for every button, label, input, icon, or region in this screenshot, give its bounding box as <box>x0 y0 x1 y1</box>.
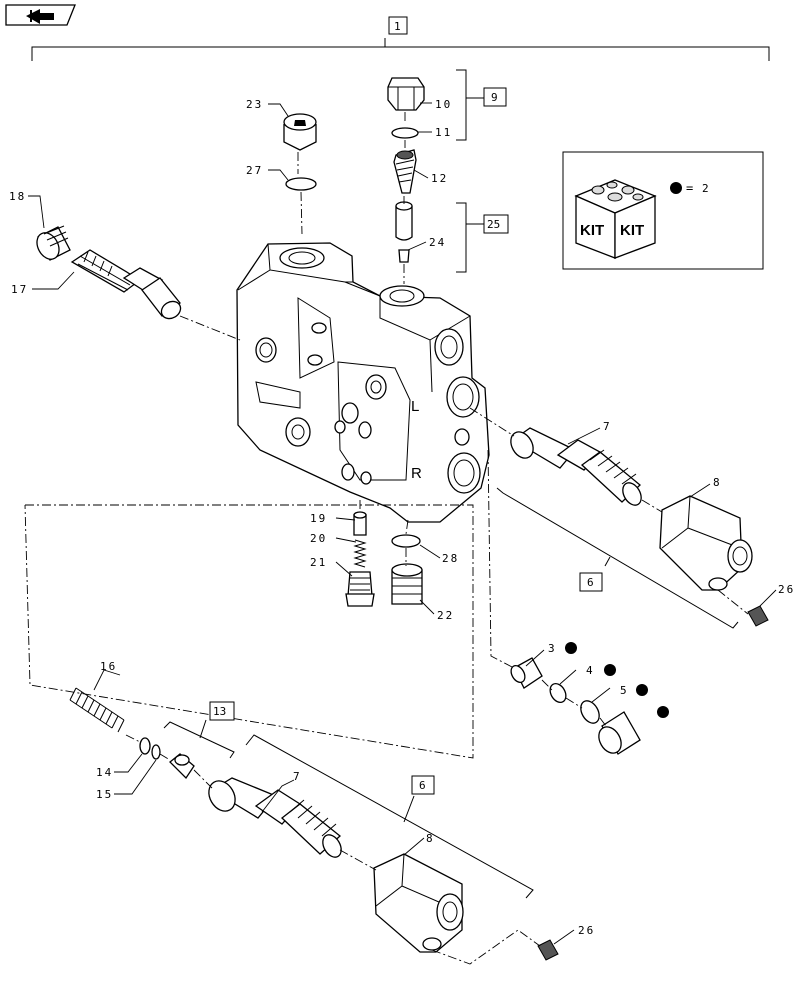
part-27-oring <box>285 177 317 191</box>
callout-1: 1 <box>394 20 401 33</box>
callout-25: 25 <box>487 218 500 231</box>
part-19-pin <box>353 511 367 536</box>
part-15-clip <box>151 744 161 760</box>
part-16-spring <box>69 687 125 733</box>
callout-22: 22 <box>437 609 454 622</box>
kit-dot-3-icon <box>565 642 577 654</box>
arrow-back-icon <box>26 9 54 24</box>
callout-23: 23 <box>246 98 263 111</box>
part-8-cap-bottom <box>373 853 464 953</box>
callout-16: 16 <box>100 660 117 673</box>
callout-11: 11 <box>435 126 452 139</box>
callout-10: 10 <box>435 98 452 111</box>
part-26-fitting-right <box>747 605 769 627</box>
kit-count: 2 <box>702 182 709 195</box>
callout-numbers: 23 27 10 11 12 24 18 17 7 8 26 19 20 21 … <box>9 98 795 937</box>
callout-8a: 8 <box>713 476 720 489</box>
kit-equals: = <box>686 181 693 195</box>
group-bracket-25: 25 <box>456 202 509 273</box>
kit-dot-4-icon <box>604 664 616 676</box>
callout-6b: 6 <box>419 779 426 792</box>
kit-dot-icon <box>670 182 682 194</box>
back-button[interactable] <box>5 4 76 26</box>
part-22-plug <box>391 563 423 605</box>
callout-26b: 26 <box>578 924 595 937</box>
part-3-seat <box>510 657 543 689</box>
valve-mark-right: R <box>411 465 422 482</box>
callout-3: 3 <box>548 642 555 655</box>
valve-mark-left: L <box>411 398 419 415</box>
callout-12: 12 <box>431 172 448 185</box>
group-bracket-9: 9 <box>456 69 507 141</box>
callout-18: 18 <box>9 190 26 203</box>
part-13-poppet <box>169 753 195 780</box>
callout-19: 19 <box>310 512 327 525</box>
leader-lines <box>28 102 777 945</box>
group-bracket-6-bottom: 6 <box>245 734 534 899</box>
kit-dot-2-icon <box>657 706 669 718</box>
kit-legend: KIT KIT = 2 <box>562 151 764 270</box>
part-2-plug <box>598 711 641 755</box>
group-bracket-6-right: 6 <box>496 487 739 629</box>
callout-28: 28 <box>442 552 459 565</box>
kit-dots <box>565 642 669 718</box>
group-bracket-13: 13 <box>163 701 235 759</box>
callout-24: 24 <box>429 236 446 249</box>
center-lines <box>24 112 749 965</box>
callout-7a: 7 <box>603 420 610 433</box>
part-12-check-valve <box>393 149 417 194</box>
kit-label-right: KIT <box>620 222 644 239</box>
part-17-spool-assembly <box>70 249 182 320</box>
part-23-plug <box>283 113 317 151</box>
part-7-spool-bottom <box>208 777 342 858</box>
callout-26a: 26 <box>778 583 795 596</box>
callout-7b: 7 <box>293 770 300 783</box>
kit-dot-5-icon <box>636 684 648 696</box>
part-21-plug <box>345 571 375 607</box>
callout-15: 15 <box>96 788 113 801</box>
callout-box-1 <box>388 16 408 35</box>
kit-label-left: KIT <box>580 222 604 239</box>
callout-21: 21 <box>310 556 327 569</box>
part-25-spool <box>395 201 413 241</box>
part-20-spring <box>353 539 367 568</box>
callout-6a: 6 <box>587 576 594 589</box>
callout-4: 4 <box>586 664 593 677</box>
part-11-oring <box>391 127 419 139</box>
callout-27: 27 <box>246 164 263 177</box>
part-26-fitting-bottom <box>537 939 559 961</box>
callout-17: 17 <box>11 283 28 296</box>
part-8-cap-right <box>659 495 753 591</box>
callout-9: 9 <box>491 91 498 104</box>
kit-box-icon: KIT KIT <box>574 179 657 259</box>
callout-8b: 8 <box>426 832 433 845</box>
assembly-bracket: 1 <box>31 16 770 61</box>
part-10-plug <box>387 77 425 111</box>
part-5-oring <box>580 700 600 724</box>
part-7-spool-right <box>510 427 642 506</box>
callout-20: 20 <box>310 532 327 545</box>
part-28-oring <box>391 534 421 548</box>
part-4-ring <box>549 683 567 703</box>
callout-5: 5 <box>620 684 627 697</box>
part-14-washer <box>139 737 151 755</box>
callout-14: 14 <box>96 766 113 779</box>
valve-body: L R <box>236 242 490 523</box>
callout-13: 13 <box>213 705 226 718</box>
part-24-pin <box>398 249 410 263</box>
part-18-plug <box>36 225 71 261</box>
